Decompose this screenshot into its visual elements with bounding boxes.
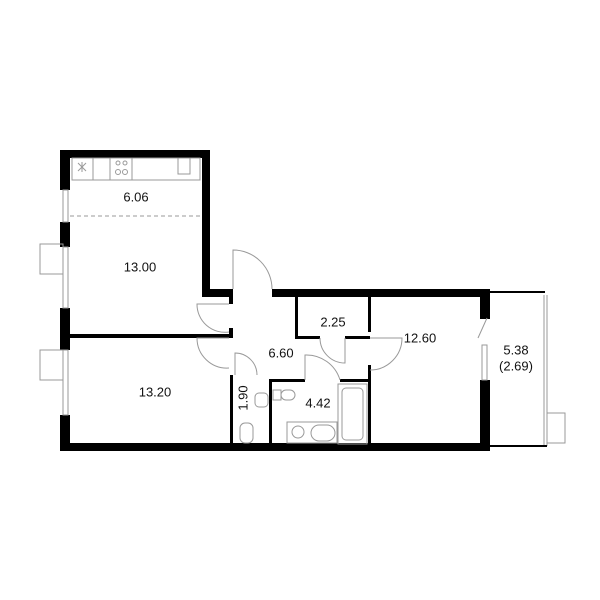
- room-area-living-room: 13.00: [123, 259, 157, 275]
- room-area-closet: 2.25: [320, 314, 346, 330]
- thin-lines: [39, 157, 566, 447]
- room-area-toilet: 1.90: [235, 385, 251, 411]
- room-area-bedroom-2: 12.60: [403, 330, 437, 346]
- room-area-balcony: 5.38: [503, 342, 529, 358]
- room-area-bathroom: 4.42: [305, 395, 331, 411]
- walls: [60, 150, 490, 451]
- room-area-kitchen: 6.06: [123, 189, 149, 205]
- room-area-hallway: 6.60: [268, 345, 294, 361]
- room-area-balcony-reduced: (2.69): [499, 358, 533, 374]
- room-area-bedroom-1: 13.20: [138, 384, 172, 400]
